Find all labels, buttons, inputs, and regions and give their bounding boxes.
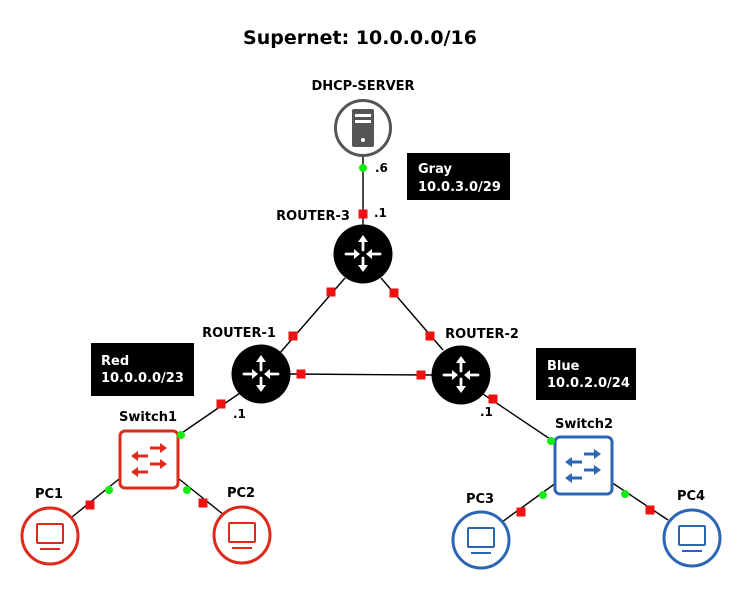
pc-icon: [228, 522, 256, 549]
subnet-box-blue: Blue 10.0.2.0/24: [536, 348, 636, 400]
link-switch2-pc4: [607, 479, 669, 521]
pc-icon: [36, 523, 64, 550]
pc2-node[interactable]: [212, 505, 272, 565]
subnet-blue-cidr: 10.0.2.0/24: [547, 376, 630, 391]
port-up-switch1-pc2: [183, 486, 191, 494]
port-down-router2-north: [425, 331, 435, 341]
switch2-label: Switch2: [555, 417, 613, 432]
port-down-pc4: [645, 505, 655, 515]
subnet-red-cidr: 10.0.0.0/23: [101, 371, 184, 386]
diagram-title: Supernet: 10.0.0.0/16: [243, 27, 477, 49]
port-up-dhcp: [359, 164, 367, 172]
port-down-router1-east: [296, 369, 306, 379]
subnet-blue-name: Blue: [547, 359, 580, 374]
dhcp-server-node[interactable]: [334, 99, 392, 157]
router-1-node[interactable]: [231, 344, 291, 404]
pc2-label: PC2: [227, 486, 255, 501]
port-down-router2-south: [488, 394, 498, 404]
pc-icon: [467, 527, 495, 554]
pc4-node[interactable]: [662, 508, 722, 568]
port-down-pc2: [198, 498, 208, 508]
dhcp-server-label: DHCP-SERVER: [311, 79, 414, 94]
port-down-router1-north: [288, 331, 298, 341]
subnet-red-name: Red: [101, 354, 129, 369]
port-up-switch2-uplink: [547, 437, 555, 445]
pc3-label: PC3: [466, 492, 494, 507]
switch-icon: [131, 443, 167, 477]
link-switch1-pc2: [173, 474, 225, 516]
subnet-gray-name: Gray: [418, 162, 452, 177]
pc3-node[interactable]: [451, 510, 511, 570]
port-down-router3-east: [389, 288, 399, 298]
port-down-router1-south: [216, 399, 226, 409]
port-down-router3-west: [326, 287, 336, 297]
pc4-label: PC4: [677, 489, 705, 504]
port-down-pc3: [516, 507, 526, 517]
router2-interface-label: .1: [480, 405, 493, 419]
router1-interface-label: .1: [233, 407, 246, 421]
pc-icon: [678, 525, 706, 552]
router-3-label: ROUTER-3: [276, 209, 350, 224]
pc1-label: PC1: [35, 487, 63, 502]
router-icon: [344, 235, 382, 272]
pc1-node[interactable]: [20, 506, 80, 566]
link-router1-switch1: [175, 392, 241, 438]
port-up-switch2-pc3: [539, 491, 547, 499]
port-down-router2-west: [416, 370, 426, 380]
port-up-switch2-pc4: [621, 490, 629, 498]
dhcp-interface-label: .6: [375, 161, 388, 175]
subnet-box-gray: Gray 10.0.3.0/29: [407, 153, 510, 200]
switch2-node[interactable]: [553, 435, 614, 496]
router-icon: [242, 355, 280, 392]
port-down-router3-north: [358, 209, 368, 219]
link-switch2-pc3: [501, 479, 561, 523]
port-up-switch1-uplink: [177, 431, 185, 439]
port-down-pc1: [85, 500, 95, 510]
link-switch1-pc1: [71, 474, 125, 518]
router-3-node[interactable]: [333, 224, 393, 284]
router-2-node[interactable]: [431, 345, 491, 405]
server-icon: [352, 109, 374, 147]
subnet-gray-cidr: 10.0.3.0/29: [418, 180, 501, 195]
switch1-node[interactable]: [118, 429, 180, 490]
router-icon: [442, 356, 480, 393]
subnet-box-red: Red 10.0.0.0/23: [91, 343, 194, 396]
router-2-label: ROUTER-2: [445, 327, 519, 342]
link-router1-router2: [289, 373, 433, 376]
router3-interface-label: .1: [374, 206, 387, 220]
switch1-label: Switch1: [119, 410, 177, 425]
port-up-switch1-pc1: [105, 486, 113, 494]
router-1-label: ROUTER-1: [202, 326, 276, 341]
port-indicators: [85, 164, 655, 517]
switch-icon: [565, 449, 601, 483]
